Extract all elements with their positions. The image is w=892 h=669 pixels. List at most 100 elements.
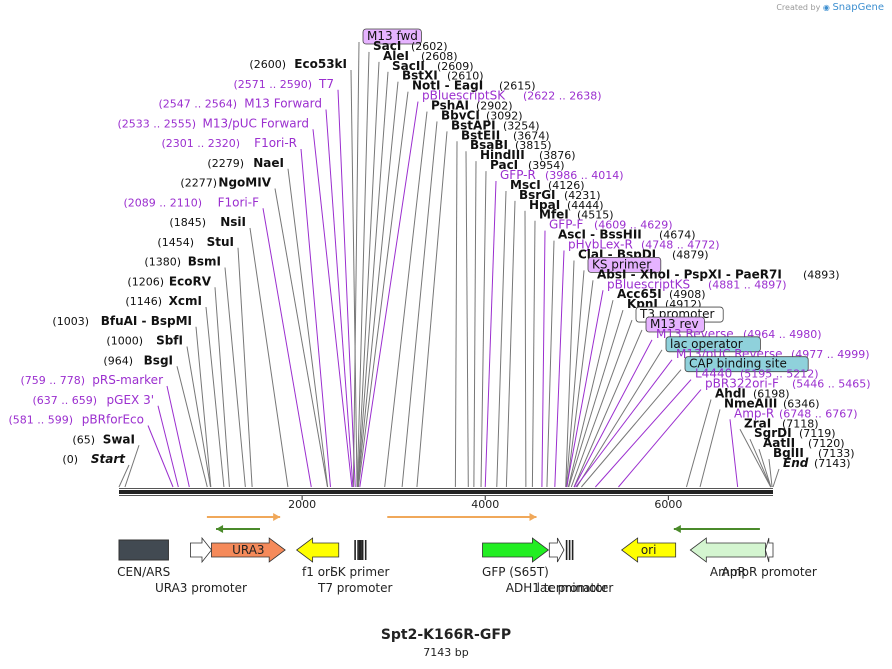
feature-ampr-promoter[interactable]: AmpR promoter [722,537,817,579]
site-position: (4515) [577,209,614,222]
site-position: (2089 .. 2110) [123,196,202,209]
site-label-swai[interactable]: SwaI(65) [72,432,135,446]
site-position: (2547 .. 2564) [158,98,237,111]
leader-line [554,250,565,488]
orf-arrow [216,525,260,533]
site-name: F1ori-R [254,136,297,150]
site-label-bbvci[interactable]: BbvCI(3092) [441,108,523,122]
site-name: AhdI [715,386,746,400]
site-label-sgrdi[interactable]: SgrDI(7119) [754,426,836,440]
site-label-bsteii[interactable]: BstEII(3674) [461,128,550,142]
site-label-start[interactable]: Start(0) [62,452,126,466]
site-label-aatii[interactable]: AatII(7120) [763,436,845,450]
site-label-hpai[interactable]: HpaI(4444) [529,198,604,212]
site-label-pgex-3[interactable]: pGEX 3'(637 .. 659) [32,393,154,407]
site-label-bfuai-bspmi[interactable]: BfuAI - BspMI(1003) [52,314,192,328]
feature-ori[interactable]: ori [620,537,677,563]
site-label-zrai[interactable]: ZraI(7118) [744,416,819,430]
site-label-end[interactable]: End(7143) [783,456,851,470]
site-label-gfp-r[interactable]: GFP-R(3986 .. 4014) [500,168,624,182]
plasmid-length: 7143 bp [423,646,469,659]
site-label-bsmi[interactable]: BsmI(1380) [144,255,221,269]
site-label-cap-binding-site[interactable]: CAP binding site [684,356,809,373]
site-label-f1ori-r[interactable]: F1ori-R(2301 .. 2320) [161,136,297,150]
site-position: (3674) [513,129,550,142]
site-name: Eco53kI [294,57,347,71]
site-label-sbfi[interactable]: SbfI(1000) [106,334,183,348]
ruler-tick-label: 6000 [654,498,682,511]
site-label-mfei[interactable]: MfeI (4515) [539,208,614,222]
site-label-f1ori-f[interactable]: F1ori-F(2089 .. 2110) [123,195,259,209]
site-position: (2608) [421,50,458,63]
feature-cen-ars[interactable]: CEN/ARS [117,539,170,579]
site-label-stui[interactable]: StuI(1454) [157,235,234,249]
feature-ampr[interactable]: AmpR [689,537,766,579]
site-label-nsii[interactable]: NsiI(1845) [169,215,246,229]
site-label-gfp-f[interactable]: GFP-F(4609 .. 4629) [549,218,673,232]
site-label-l4440[interactable]: L4440(5195 .. 5212) [695,367,819,381]
site-label-pbluescriptsk[interactable]: pBluescriptSK(2622 .. 2638) [422,89,602,103]
site-label-noti-eagi[interactable]: NotI - EagI(2615) [412,79,536,93]
leader-line [772,468,780,488]
site-label-pbrforeco[interactable]: pBRforEco(581 .. 599) [8,413,144,427]
site-name: AbsI - XhoI - PspXI - PaeR7I [597,267,782,281]
site-label-alei[interactable]: AleI(2608) [383,49,458,63]
site-label-msci[interactable]: MscI(4126) [510,178,585,192]
site-label-bstapi[interactable]: BstAPI(3254) [451,118,540,132]
site-label-m13-puc-forward[interactable]: M13/pUC Forward(2533 .. 2555) [117,116,309,130]
site-label-bsgi[interactable]: BsgI(964) [103,353,173,367]
site-label-prs-marker[interactable]: pRS-marker(759 .. 778) [20,373,163,387]
site-position: (6346) [783,397,820,410]
feature-ura3-promoter[interactable]: URA3 promoter [155,536,247,595]
site-label-asci-bsshii[interactable]: AscI - BssHII(4674) [558,228,696,242]
site-name: MfeI [539,208,569,222]
site-label-pbr322ori-f[interactable]: pBR322ori-F(5446 .. 5465) [705,377,871,391]
site-label-absi-xhoi-pspxi-paer7i[interactable]: AbsI - XhoI - PspXI - PaeR7I(4893) [597,267,840,281]
site-label-acc65i[interactable]: Acc65I(4908) [617,287,706,301]
site-label-m13-forward[interactable]: M13 Forward(2547 .. 2564) [158,97,322,111]
site-label-m13-rev[interactable]: M13 rev [645,316,705,333]
site-position: (2622 .. 2638) [523,90,602,103]
site-label-bsrgi[interactable]: BsrGI(4231) [519,188,601,202]
site-label-naei[interactable]: NaeI(2279) [207,156,284,170]
site-label-bglii[interactable]: BglII(7133) [773,446,855,460]
site-label-sacii[interactable]: SacII(2609) [392,59,474,73]
site-label-ks-primer[interactable]: KS primer [587,256,662,273]
feature-ura3[interactable]: URA3 [211,537,286,563]
site-label-ahdi[interactable]: AhdI(6198) [715,386,790,400]
site-label-ngomiv[interactable]: NgoMIV(2277) [180,176,271,190]
leader-line [565,270,585,488]
feature-adh1-terminator[interactable]: ADH1 terminator [506,537,608,595]
site-label-bsabi[interactable]: BsaBI(3815) [470,138,552,152]
feature-tag-text: KS primer [592,257,651,271]
site-label-m13-fwd[interactable]: M13 fwd [362,28,422,45]
site-label-lac-operator[interactable]: lac operator [665,336,761,353]
site-label-xcmi[interactable]: XcmI(1146) [125,294,202,308]
site-name: Amp-R [734,406,774,420]
site-label-amp-r[interactable]: Amp-R(6748 .. 6767) [734,406,858,420]
leader-line [580,369,682,488]
site-label-hindiii[interactable]: HindIII(3876) [480,148,576,162]
site-name: T7 [318,77,334,91]
site-label-phyblex-r[interactable]: pHybLex-R(4748 .. 4772) [568,238,720,252]
feature-t7-promoter[interactable]: T7 promoter [317,540,393,595]
site-label-saci[interactable]: SacI(2602) [373,39,448,53]
site-label-nmeaiii[interactable]: NmeAIII(6346) [724,396,820,410]
feature-sk-primer[interactable]: SK primer [330,540,389,579]
site-label-t7[interactable]: T7(2571 .. 2590) [233,77,334,91]
site-label-bstxi[interactable]: BstXI(2610) [402,69,484,83]
feature-label: f1 ori [302,565,333,579]
site-label-ecorv[interactable]: EcoRV(1206) [127,274,211,288]
site-label-pbluescriptks[interactable]: pBluescriptKS(4881 .. 4897) [607,277,787,291]
feature-gfp-s65t[interactable]: GFP (S65T) [482,537,550,579]
site-label-eco53ki[interactable]: Eco53kI(2600) [249,57,347,71]
leader-line [287,168,329,488]
site-name: pBR322ori-F [705,377,779,391]
site-label-pshai[interactable]: PshAI(2902) [431,99,513,113]
site-label-paci[interactable]: PacI(3954) [490,158,565,172]
feature-f1-ori[interactable]: f1 ori [295,537,340,579]
feature-lac-promoter[interactable]: lac promoter [537,540,614,595]
site-name: BglII [773,446,804,460]
